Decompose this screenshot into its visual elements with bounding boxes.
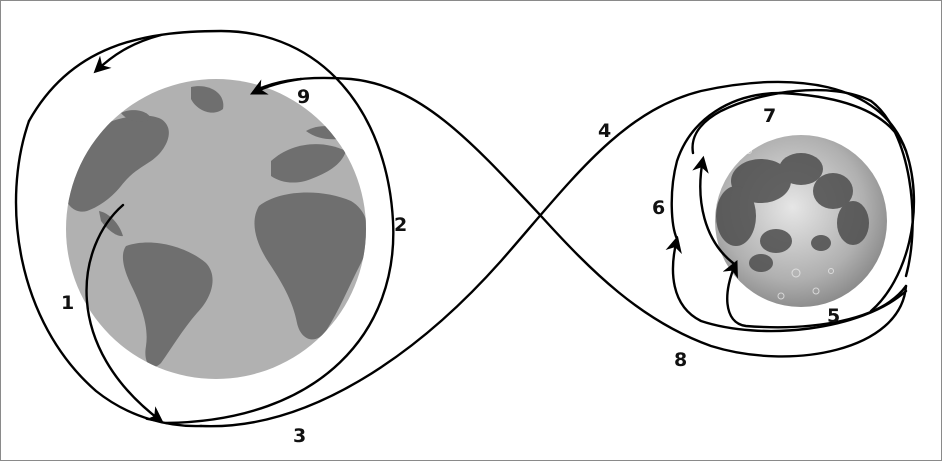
trajectory-segment-2-arrowhead	[93, 33, 163, 74]
step-label-4: 4	[598, 120, 611, 142]
trajectory-segment-6	[665, 235, 908, 333]
step-label-5: 5	[827, 305, 840, 327]
earth	[66, 79, 366, 379]
trajectory-lunar-outer	[670, 91, 908, 241]
moon-craters	[746, 148, 834, 300]
trajectory-segment-8	[257, 76, 908, 358]
trajectory-segment-7-arrowhead	[692, 155, 735, 265]
step-label-1: 1	[61, 292, 74, 314]
step-label-6: 6	[652, 197, 665, 219]
trajectory-segment-3-4	[199, 80, 916, 428]
step-label-9: 9	[297, 86, 310, 108]
step-label-8: 8	[674, 349, 687, 371]
trajectory-segment-1	[85, 203, 164, 424]
trajectory-segment-2b	[14, 119, 203, 428]
step-label-3: 3	[293, 425, 306, 447]
trajectories	[14, 29, 916, 428]
step-labels: 1 2 3 4 5 6 7 8 9	[61, 86, 840, 447]
moon-maria	[716, 153, 869, 272]
trajectory-segment-2	[27, 29, 395, 425]
step-label-2: 2	[394, 214, 407, 236]
trajectory-segment-9-arrowhead	[249, 77, 303, 95]
moon	[715, 135, 887, 307]
trajectory-segment-7	[691, 88, 914, 278]
step-label-7: 7	[763, 105, 776, 127]
